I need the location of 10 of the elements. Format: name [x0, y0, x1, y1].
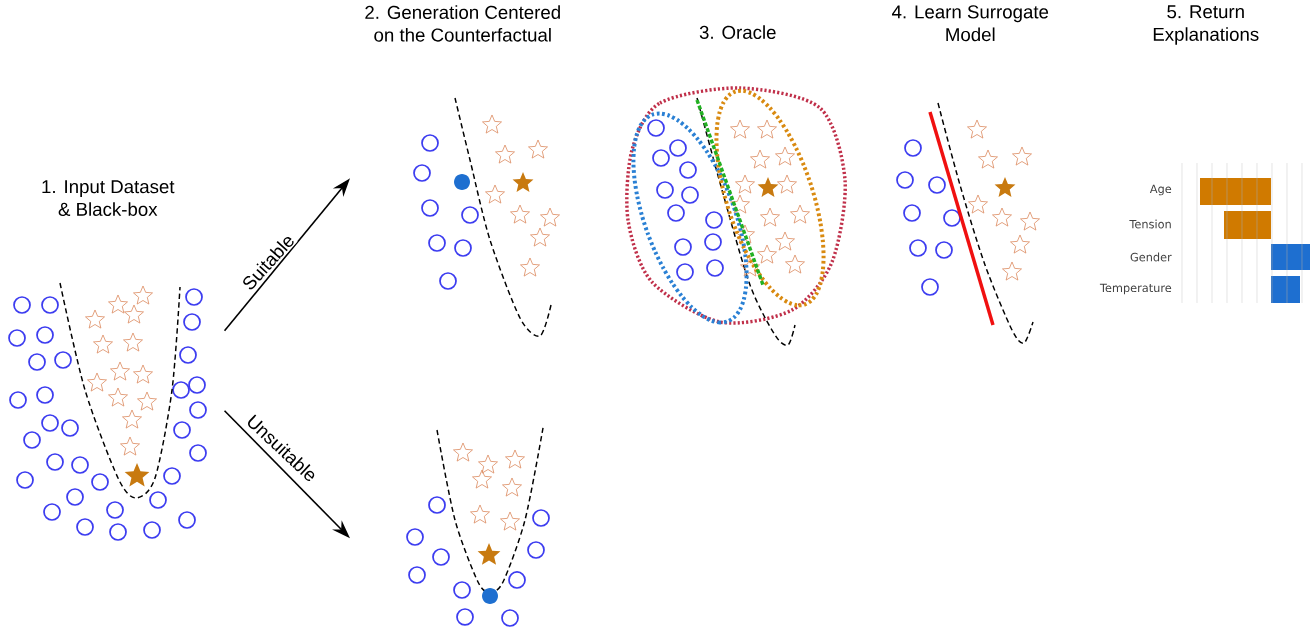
panel-heading: 3. Oracle	[699, 25, 776, 39]
panel-heading: 1. Input Dataset & Black-box	[42, 180, 175, 216]
scatter-plot-drawing	[406, 427, 550, 627]
category-label: Age	[1149, 184, 1172, 196]
panel-heading: 5. Return Explanations	[1153, 5, 1259, 45]
panel-heading: 2. Generation Centered on the Counterfactual	[365, 5, 560, 42]
category-label: Gender	[1130, 252, 1172, 262]
category-label: Temperature	[1099, 283, 1172, 295]
panel-heading: 4. Learn Surrogate Model	[892, 5, 1049, 42]
category-label: Tension	[1129, 219, 1171, 229]
